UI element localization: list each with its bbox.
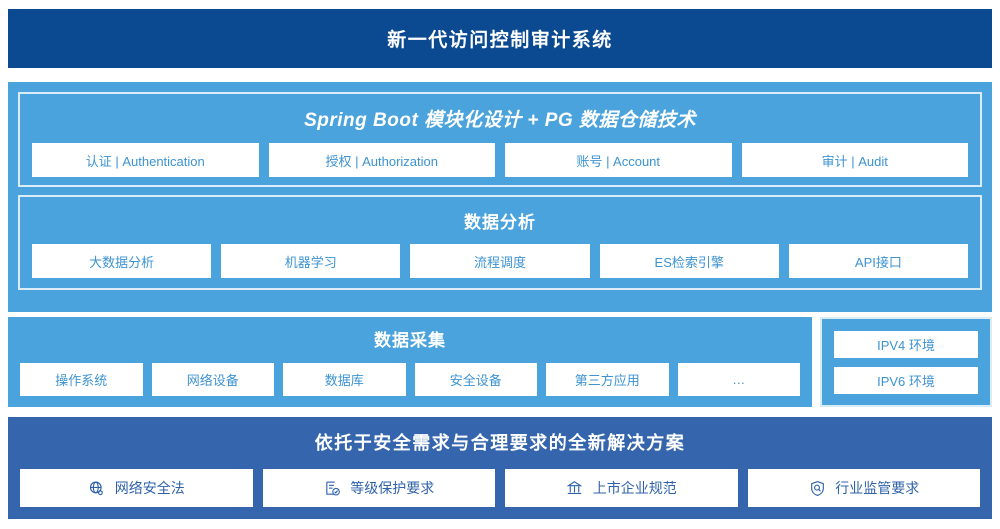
solution-panel: 依托于安全需求与合理要求的全新解决方案 网络安全法 (8, 417, 992, 519)
chip-api-interface[interactable]: API接口 (788, 244, 969, 278)
chip-audit[interactable]: 审计 | Audit (741, 143, 968, 177)
chip-database[interactable]: 数据库 (283, 363, 406, 396)
chip-more[interactable]: … (677, 363, 800, 396)
chip-authentication[interactable]: 认证 | Authentication (32, 143, 259, 177)
chip-big-data-analysis[interactable]: 大数据分析 (32, 244, 212, 278)
group-title-data-collection: 数据采集 (374, 331, 446, 350)
chip-label: 网络安全法 (114, 480, 185, 496)
globe-icon (88, 479, 106, 497)
chip-account[interactable]: 账号 | Account (505, 143, 732, 177)
chip-row-spring-boot: 认证 | Authentication 授权 | Authorization 账… (20, 143, 980, 177)
capability-panel: Spring Boot 模块化设计 + PG 数据仓储技术 认证 | Authe… (8, 82, 992, 312)
chip-process-scheduling[interactable]: 流程调度 (410, 244, 590, 278)
chip-row-solution: 网络安全法 等级保护要求 (8, 469, 992, 507)
chip-row-data-collection: 操作系统 网络设备 数据库 安全设备 第三方应用 … (8, 363, 812, 396)
chip-row-data-analysis: 大数据分析 机器学习 流程调度 ES检索引擎 API接口 (20, 244, 980, 278)
chip-label: 上市企业规范 (592, 480, 677, 496)
chip-third-party-app[interactable]: 第三方应用 (546, 363, 669, 396)
collection-row: 数据采集 操作系统 网络设备 数据库 安全设备 第三方应用 … IPV4 环境 … (8, 317, 992, 407)
chip-label: 等级保护要求 (350, 480, 435, 496)
chip-machine-learning[interactable]: 机器学习 (221, 244, 401, 278)
chip-industry-supervision[interactable]: 行业监管要求 (747, 469, 980, 507)
group-data-analysis: 数据分析 大数据分析 机器学习 流程调度 ES检索引擎 API接口 (18, 195, 982, 290)
chip-operating-system[interactable]: 操作系统 (20, 363, 143, 396)
group-title-solution: 依托于安全需求与合理要求的全新解决方案 (314, 433, 686, 453)
chip-label: 行业监管要求 (835, 480, 920, 496)
page-title: 新一代访问控制审计系统 (387, 30, 613, 51)
chip-authorization[interactable]: 授权 | Authorization (268, 143, 495, 177)
document-check-icon (323, 479, 341, 497)
page-header: 新一代访问控制审计系统 (8, 9, 992, 68)
chip-cybersecurity-law[interactable]: 网络安全法 (20, 469, 253, 507)
shield-search-icon (808, 479, 826, 497)
group-title-data-analysis: 数据分析 (464, 213, 536, 232)
chip-ipv6-environment[interactable]: IPV6 环境 (834, 366, 978, 394)
chip-network-device[interactable]: 网络设备 (151, 363, 274, 396)
chip-security-device[interactable]: 安全设备 (414, 363, 537, 396)
data-collection-panel: 数据采集 操作系统 网络设备 数据库 安全设备 第三方应用 … (8, 317, 812, 407)
chip-es-search-engine[interactable]: ES检索引擎 (599, 244, 779, 278)
group-spring-boot: Spring Boot 模块化设计 + PG 数据仓储技术 认证 | Authe… (18, 92, 982, 187)
group-title-spring-boot: Spring Boot 模块化设计 + PG 数据仓储技术 (304, 110, 696, 131)
chip-classified-protection[interactable]: 等级保护要求 (262, 469, 495, 507)
environment-panel: IPV4 环境 IPV6 环境 (820, 317, 992, 407)
chip-ipv4-environment[interactable]: IPV4 环境 (834, 330, 978, 358)
bank-icon (566, 479, 584, 497)
chip-listed-company-standard[interactable]: 上市企业规范 (505, 469, 738, 507)
